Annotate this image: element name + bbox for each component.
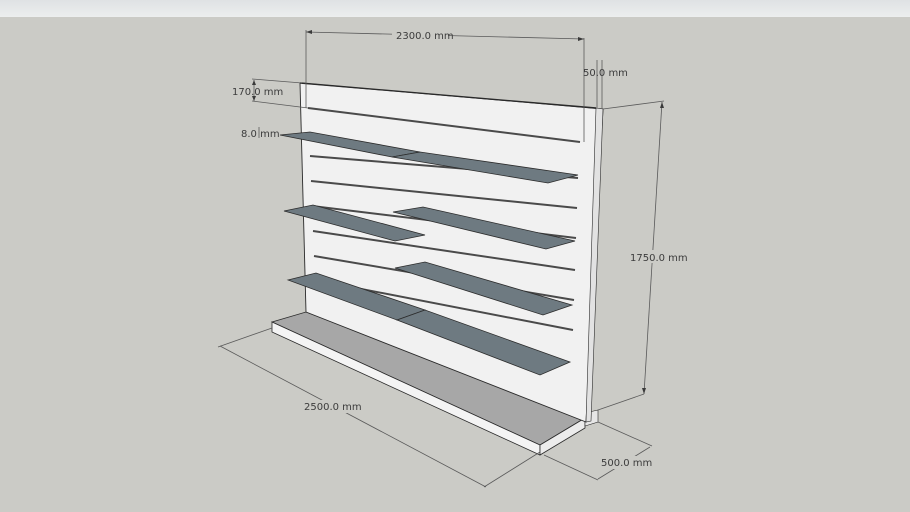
- shelf: [283, 204, 426, 242]
- dimension-arrows: [252, 30, 664, 394]
- dim-label-base-depth: 500.0 mm: [601, 458, 652, 469]
- shelf: [394, 261, 574, 316]
- glass-shelves: [279, 131, 579, 376]
- shelf: [395, 309, 572, 376]
- dim-label-panel-depth: 50.0 mm: [583, 68, 628, 79]
- dim-label-base-length: 2500.0 mm: [304, 402, 362, 413]
- dim-label-height: 1750.0 mm: [630, 253, 688, 264]
- base-plinth: [270, 311, 599, 456]
- shelf: [392, 206, 576, 250]
- shelf: [391, 151, 579, 184]
- dim-label-slot-offset: 170.0 mm: [232, 87, 283, 98]
- dim-label-shelf-thickness: 8.0 mm: [241, 129, 280, 140]
- dim-label-width-top: 2300.0 mm: [396, 31, 454, 42]
